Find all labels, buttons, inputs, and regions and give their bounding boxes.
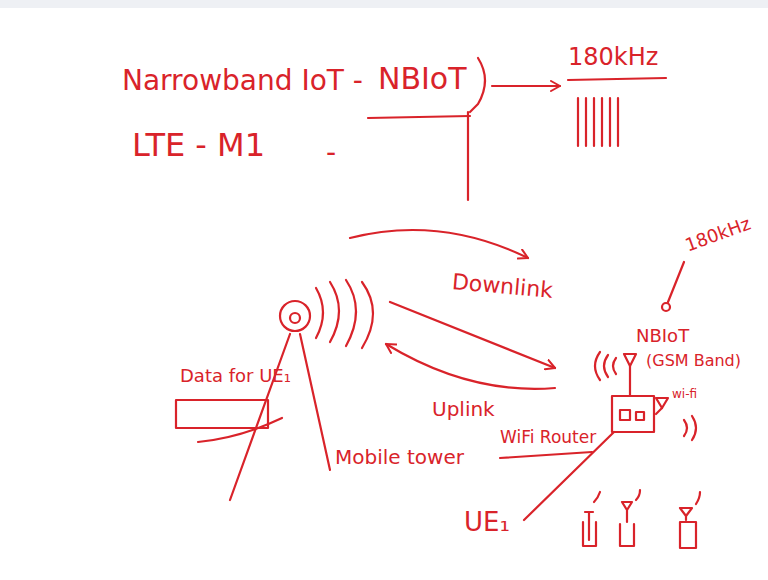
packet-line <box>198 418 282 442</box>
heading-text: LTE - M1 <box>132 128 265 163</box>
data-label: Data for UE₁ <box>180 366 291 386</box>
underline <box>500 452 592 458</box>
uplink-arrow <box>386 344 555 389</box>
device <box>620 502 634 546</box>
router-port <box>636 412 644 420</box>
heading-text: Narrowband IoT - <box>122 66 363 97</box>
link-label: Uplink <box>432 398 495 420</box>
device-label: UE₁ <box>464 508 510 537</box>
device <box>583 512 596 546</box>
arrow <box>492 85 560 87</box>
device <box>680 508 696 548</box>
bandwidth-label: 180kHz <box>683 213 753 255</box>
radio-waves <box>636 490 640 500</box>
wifi-antenna <box>656 408 662 414</box>
radio-waves <box>684 416 696 440</box>
router-port <box>620 410 630 420</box>
pointer <box>668 262 684 302</box>
dash-label: - <box>326 138 336 169</box>
router-label: WiFi Router <box>500 428 596 447</box>
pointer-dot <box>662 303 670 311</box>
router-box <box>612 396 654 432</box>
top-bar <box>0 0 768 8</box>
link-label: Downlink <box>451 270 554 303</box>
tower-top <box>280 301 310 331</box>
radio-waves <box>594 492 600 502</box>
bracket <box>467 112 469 200</box>
device-label: NBIoT <box>636 326 689 346</box>
data-packet <box>176 400 268 428</box>
radio-waves <box>696 492 700 504</box>
radio-waves <box>316 280 373 348</box>
underline <box>368 116 470 118</box>
wifi-antenna <box>656 398 668 408</box>
radio-waves <box>595 352 616 380</box>
wifi-label: wi-fi <box>672 388 697 401</box>
arrow <box>350 230 528 258</box>
underline <box>568 78 666 80</box>
tower-label: Mobile tower <box>335 446 464 468</box>
heading-text: NBIoT <box>378 62 467 95</box>
device-label: (GSM Band) <box>646 352 741 370</box>
bracket <box>470 58 485 112</box>
channel-bars <box>578 98 618 146</box>
antenna <box>629 366 631 396</box>
bandwidth-label: 180kHz <box>568 44 658 70</box>
tower-top <box>290 313 300 323</box>
antenna <box>624 354 636 366</box>
downlink-arrow <box>390 302 555 368</box>
tower-legs <box>230 334 330 500</box>
